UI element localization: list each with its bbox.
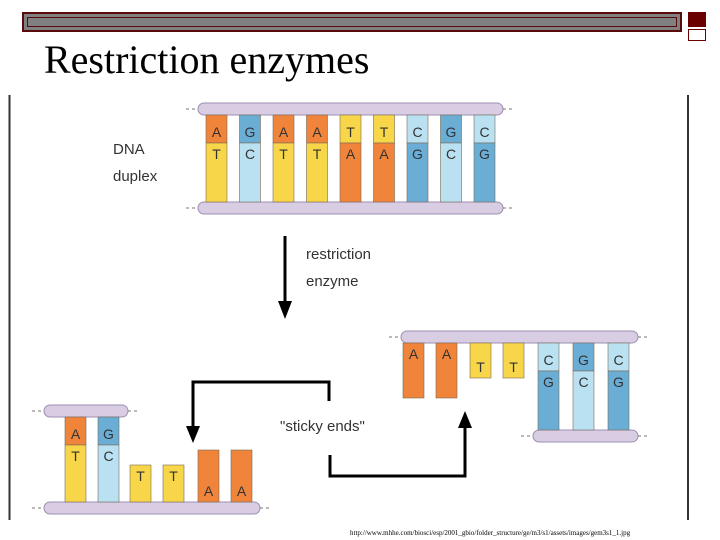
duplex-pair-3-bottom-base xyxy=(306,142,328,203)
source-url: http://www.mhhe.com/biosci/esp/2001_gbio… xyxy=(350,529,631,537)
right-fragment-top-strand xyxy=(400,330,639,344)
left-overhang-0-base xyxy=(129,464,152,503)
right-pair-1-top-letter: G xyxy=(578,352,589,368)
left-overhang-1-base xyxy=(162,464,185,503)
dna-label: DNA xyxy=(113,141,145,158)
duplex-pair-6-bottom-letter: G xyxy=(412,146,423,162)
left-overhang-side-0-base xyxy=(197,449,220,503)
duplex-pair-7-bottom-base xyxy=(440,142,462,203)
duplex-bottom-strand xyxy=(197,201,504,215)
duplex-pair-7-bottom-letter: C xyxy=(446,146,456,162)
right-overhang-top-0-letter: A xyxy=(409,346,419,362)
duplex-pair-6-bottom-base xyxy=(406,142,429,203)
duplex-pair-5-top-letter: T xyxy=(380,124,389,140)
duplex-pair-4-bottom-letter: A xyxy=(346,146,356,162)
duplex-pair-2-top-letter: A xyxy=(279,124,289,140)
slide-top-bar xyxy=(22,12,682,32)
duplex-pair-5-bottom-letter: A xyxy=(379,146,389,162)
corner-box xyxy=(688,29,706,41)
right-pair-0-top-letter: C xyxy=(543,352,553,368)
duplex-pair-1-bottom-base xyxy=(239,142,261,203)
restriction-enzyme-diagram: DNA duplex restriction enzyme "sticky en… xyxy=(8,95,690,520)
duplex-pair-6-top-letter: C xyxy=(412,124,422,140)
left-overhang-1-letter: T xyxy=(169,468,178,484)
duplex-pair-8-bottom-letter: G xyxy=(479,146,490,162)
duplex-pair-7-top-letter: G xyxy=(446,124,457,140)
left-pair-1-bottom-letter: C xyxy=(103,448,113,464)
duplex-pair-0-bottom-base xyxy=(205,142,228,203)
sticky-ends-arrow-right xyxy=(328,426,467,478)
left-pair-0-top-letter: A xyxy=(71,426,81,442)
left-pair-0-bottom-base xyxy=(64,444,87,503)
duplex-pair-0-top-letter: A xyxy=(212,124,222,140)
duplex-pair-4-top-letter: T xyxy=(346,124,355,140)
right-pair-0-bottom-base xyxy=(537,370,560,431)
right-overhang-top-1-base xyxy=(435,342,458,399)
slide-title: Restriction enzymes xyxy=(44,37,370,82)
right-overhang-top-1-letter: A xyxy=(442,346,452,362)
sticky-ends-arrow-left xyxy=(191,380,331,428)
left-pair-1-top-letter: G xyxy=(103,426,114,442)
left-pair-0-bottom-letter: T xyxy=(71,448,80,464)
left-pair-1-bottom-base xyxy=(97,444,120,503)
right-overhang-side-1-base xyxy=(502,342,525,379)
right-pair-2-bottom-base xyxy=(607,370,630,431)
duplex-pair-2-bottom-letter: T xyxy=(279,146,288,162)
duplex-pair-4-bottom-base xyxy=(339,142,362,203)
left-overhang-side-0-letter: A xyxy=(204,483,214,499)
left-overhang-0-letter: T xyxy=(136,468,145,484)
sticky-ends-arrow-left-head xyxy=(186,426,200,443)
right-fragment-bottom-strand xyxy=(532,429,639,443)
restriction-arrow-head xyxy=(278,301,292,319)
sticky-ends-label: "sticky ends" xyxy=(280,418,365,435)
duplex-pair-3-top-letter: A xyxy=(312,124,322,140)
left-fragment-top-strand xyxy=(43,404,129,418)
duplex-label: duplex xyxy=(113,168,158,185)
corner-decoration xyxy=(688,12,706,27)
right-overhang-side-0-letter: T xyxy=(476,359,485,375)
right-pair-2-top-letter: C xyxy=(613,352,623,368)
right-overhang-side-1-letter: T xyxy=(509,359,518,375)
right-overhang-side-0-base xyxy=(469,342,492,379)
right-overhang-top-0-base xyxy=(402,342,425,399)
restriction-label: restriction xyxy=(306,246,371,263)
enzyme-label: enzyme xyxy=(306,273,359,290)
right-pair-2-bottom-letter: G xyxy=(613,374,624,390)
right-pair-0-bottom-letter: G xyxy=(543,374,554,390)
right-pair-1-bottom-base xyxy=(572,370,595,431)
duplex-pair-3-bottom-letter: T xyxy=(313,146,322,162)
duplex-pair-2-bottom-base xyxy=(272,142,295,203)
right-pair-1-bottom-letter: C xyxy=(578,374,588,390)
duplex-top-strand xyxy=(197,102,504,116)
left-overhang-side-1-base xyxy=(230,449,253,503)
duplex-pair-8-bottom-base xyxy=(473,142,496,203)
diagram-frame: DNA duplex restriction enzyme "sticky en… xyxy=(8,95,690,520)
sticky-ends-arrow-right-head xyxy=(458,411,472,428)
duplex-pair-8-top-letter: C xyxy=(479,124,489,140)
duplex-pair-1-bottom-letter: C xyxy=(245,146,255,162)
left-fragment-bottom-strand xyxy=(43,501,261,515)
duplex-pair-0-bottom-letter: T xyxy=(212,146,221,162)
duplex-pair-1-top-letter: G xyxy=(245,124,256,140)
left-overhang-side-1-letter: A xyxy=(237,483,247,499)
duplex-pair-5-bottom-base xyxy=(373,142,395,203)
